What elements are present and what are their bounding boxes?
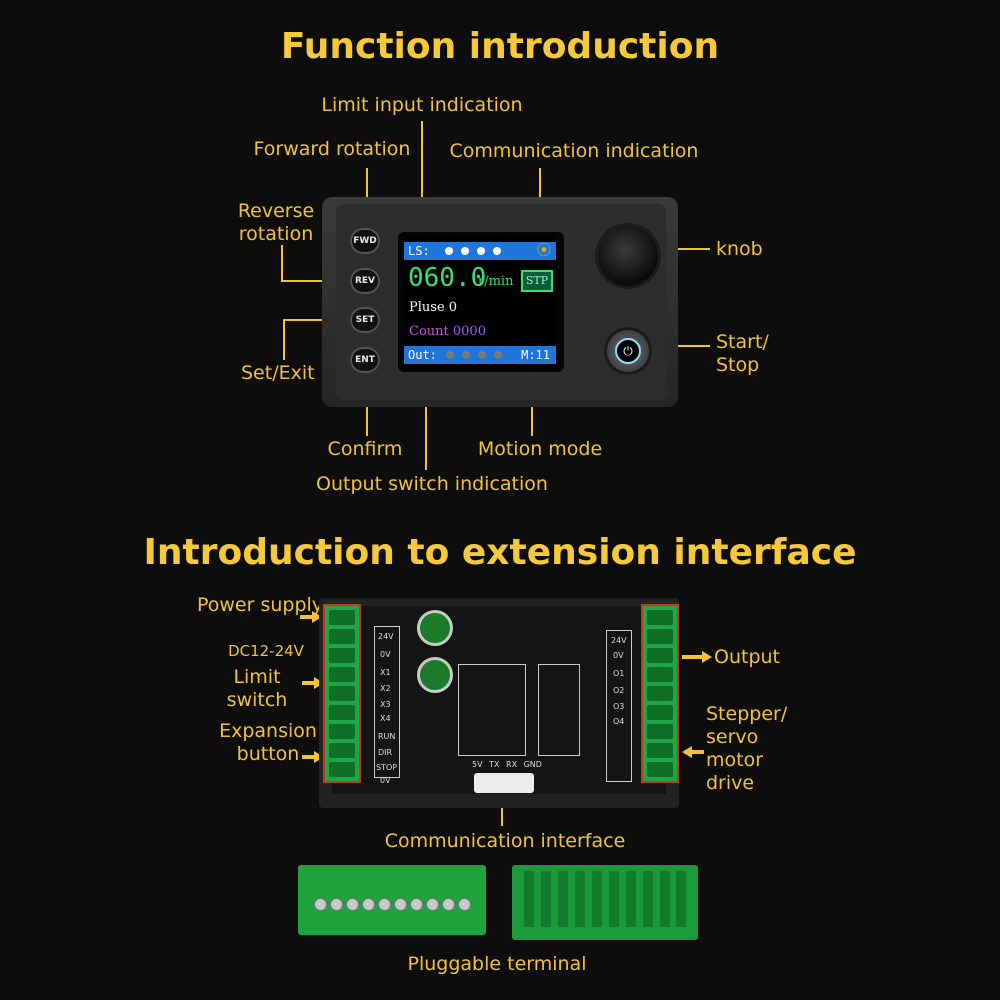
right-silk-box xyxy=(606,630,632,782)
left-silk-box xyxy=(374,626,400,778)
silk-left-6: RUN xyxy=(378,732,396,741)
set-exit-label: Set/Exit xyxy=(241,362,315,384)
silk-right-5: O4 xyxy=(613,717,625,726)
silk-right-2: O1 xyxy=(613,669,625,678)
function-title: Function introduction xyxy=(280,26,720,67)
set-button[interactable]: SET xyxy=(350,307,380,333)
left-terminal-block xyxy=(323,604,361,783)
power-supply-label: Power supply xyxy=(196,594,324,616)
pluggable-terminal-label: Pluggable terminal xyxy=(407,953,587,975)
output-dot xyxy=(494,351,503,359)
stepper-drive-label: Stepper/ servo motor drive xyxy=(706,703,788,794)
capacitor xyxy=(417,610,453,646)
comm-silk: 5V TX RX GND xyxy=(472,760,542,769)
right-pin-silk xyxy=(538,664,580,756)
pluggable-terminal-pin xyxy=(512,865,698,940)
ent-button[interactable]: ENT xyxy=(350,347,380,373)
left-pin-silk xyxy=(458,664,526,756)
knob-control[interactable] xyxy=(598,226,658,286)
stepper-arrow xyxy=(682,746,692,758)
capacitor xyxy=(417,657,453,693)
output-arrow xyxy=(702,651,712,663)
output-dot xyxy=(462,351,471,359)
count-label: Count xyxy=(409,324,449,339)
out-label: Out: xyxy=(408,348,437,362)
silk-left-8: STOP xyxy=(376,763,398,772)
comm-interface-label: Communication interface xyxy=(384,830,626,852)
start-stop-label: Start/ Stop xyxy=(716,331,769,376)
output-switch-label: Output switch indication xyxy=(316,473,548,495)
confirm-label: Confirm xyxy=(327,438,403,460)
pulse-label: Pluse xyxy=(409,300,445,315)
silk-left-0: 24V xyxy=(378,632,394,641)
silk-left-5: X4 xyxy=(380,714,391,723)
silk-left-7: DIR xyxy=(378,748,393,757)
comm-connector[interactable] xyxy=(474,773,534,793)
output-status-bar: Out: M:11 xyxy=(404,346,556,364)
silk-left-9: 0V xyxy=(380,776,391,785)
output-label: Output xyxy=(714,646,780,668)
right-terminal-block xyxy=(641,604,679,783)
pcb xyxy=(332,606,666,794)
knob-label: knob xyxy=(716,238,763,260)
output-dot xyxy=(478,351,487,359)
silk-left-2: X1 xyxy=(380,668,391,677)
mode-badge: STP xyxy=(521,270,553,292)
silk-right-3: O2 xyxy=(613,686,625,695)
wifi-icon: ⦿ xyxy=(537,243,551,259)
power-arrow xyxy=(312,611,322,623)
pulse-readout: Pluse 0 xyxy=(409,300,457,315)
motion-mode-label: Motion mode xyxy=(477,438,603,460)
expansion-button-label: Expansion button xyxy=(219,720,317,765)
count-readout: Count 0000 xyxy=(409,324,486,339)
rev-button[interactable]: REV xyxy=(350,268,380,294)
limit-switch-label: Limit switch xyxy=(226,666,288,711)
extension-title: Introduction to extension interface xyxy=(143,532,857,573)
limit-status-bar: LS: ⦿ xyxy=(404,242,556,260)
limit-dot xyxy=(460,247,469,255)
start-stop-button[interactable]: ⏻ xyxy=(607,330,649,372)
silk-left-1: 0V xyxy=(380,650,391,659)
limit-input-label: Limit input indication xyxy=(321,94,523,116)
ls-label: LS: xyxy=(408,244,430,258)
power-voltage-label: DC12-24V xyxy=(228,642,304,660)
forward-label: Forward rotation xyxy=(253,138,411,160)
power-icon: ⏻ xyxy=(615,338,641,364)
count-value: 0000 xyxy=(452,324,486,339)
communication-label: Communication indication xyxy=(449,140,699,162)
silk-right-0: 24V xyxy=(611,636,627,645)
silk-right-4: O3 xyxy=(613,702,625,711)
speed-value: 060.0 xyxy=(408,263,487,293)
limit-dot xyxy=(444,247,453,255)
mode-label: M:11 xyxy=(521,348,550,362)
silk-left-4: X3 xyxy=(380,700,391,709)
fwd-button[interactable]: FWD xyxy=(350,228,380,254)
limit-dot xyxy=(476,247,485,255)
silk-right-1: 0V xyxy=(613,651,624,660)
pluggable-terminal-screw xyxy=(298,865,486,935)
silk-left-3: X2 xyxy=(380,684,391,693)
limit-dot xyxy=(492,247,501,255)
output-dot xyxy=(446,351,455,359)
reverse-label: Reverse rotation xyxy=(237,200,315,245)
pulse-value: 0 xyxy=(448,300,458,315)
speed-unit: r/min xyxy=(478,274,514,289)
